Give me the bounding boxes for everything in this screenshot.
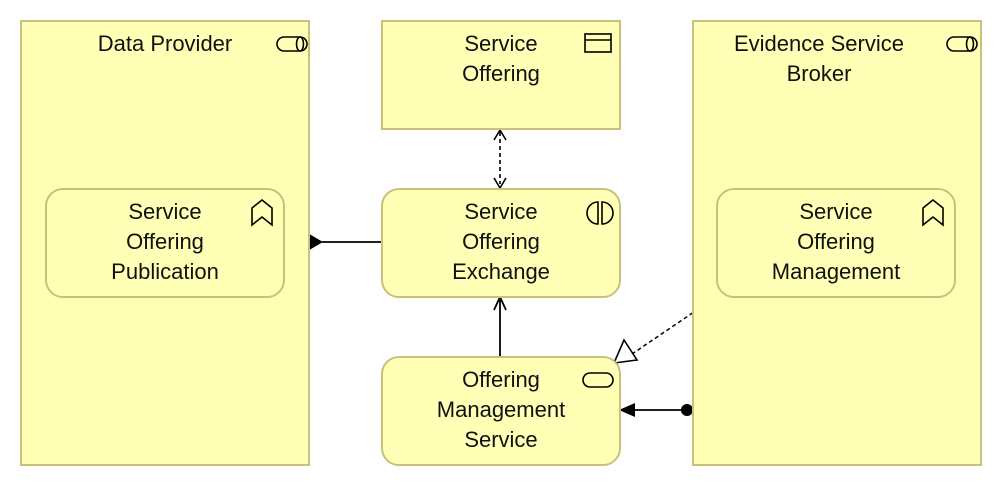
data-provider-label: Data Provider: [97, 31, 233, 56]
service-offering-exchange-node[interactable]: Service Offering Exchange: [381, 188, 621, 298]
business-function-icon: [251, 198, 273, 227]
assignment-relationship[interactable]: [619, 403, 693, 417]
evidence-service-broker-label: Evidence Service Broker: [734, 31, 904, 86]
serving-relationship[interactable]: [493, 294, 507, 356]
service-offering-label: Service Offering: [462, 31, 540, 86]
business-service-icon: [582, 372, 614, 388]
business-object-icon: [584, 33, 612, 53]
realization-relationship[interactable]: [612, 292, 723, 364]
service-offering-publication-label: Service Offering Publication: [111, 199, 219, 284]
service-offering-management-label: Service Offering Management: [771, 199, 901, 284]
offering-management-service-label: Offering Management Service: [436, 367, 566, 452]
business-function-icon: [922, 198, 944, 227]
service-offering-exchange-label: Service Offering Exchange: [452, 199, 550, 284]
offering-management-service-node[interactable]: Offering Management Service: [381, 356, 621, 466]
business-role-icon: [946, 36, 978, 52]
service-offering-publication-node[interactable]: Service Offering Publication: [45, 188, 285, 298]
access-relationship[interactable]: [493, 128, 507, 190]
business-interaction-icon: [586, 201, 614, 225]
service-offering-management-node[interactable]: Service Offering Management: [716, 188, 956, 298]
business-role-icon: [276, 36, 308, 52]
service-offering-node[interactable]: Service Offering: [381, 20, 621, 130]
